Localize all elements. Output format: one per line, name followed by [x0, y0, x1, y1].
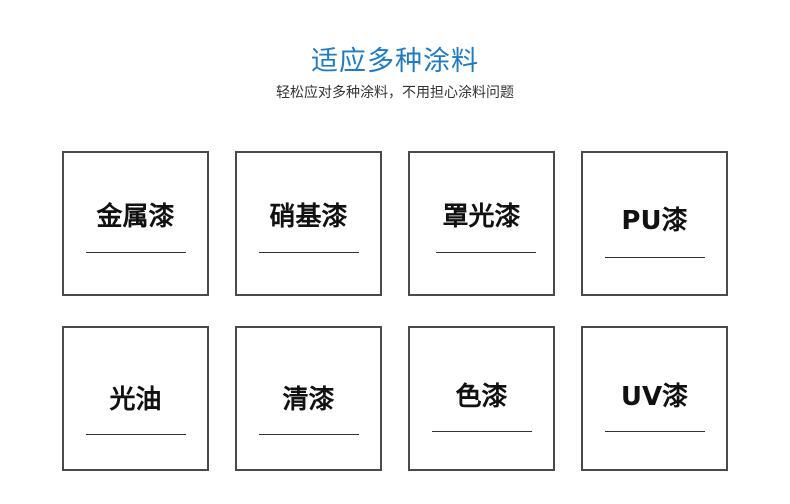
coating-card-clear: 清漆	[235, 326, 382, 471]
coating-label: 硝基漆	[269, 202, 348, 232]
coating-card-pu: PU漆	[581, 151, 728, 296]
coating-card-metallic: 金属漆	[62, 151, 209, 296]
coating-card-varnish-oil: 光油	[62, 326, 209, 471]
coating-card-uv: UV漆	[581, 326, 728, 471]
coating-underline	[86, 252, 186, 253]
coating-underline	[436, 252, 536, 253]
coating-label: PU漆	[621, 206, 688, 236]
coating-card-nitro: 硝基漆	[235, 151, 382, 296]
coating-card-color: 色漆	[408, 326, 555, 471]
coating-label: UV漆	[620, 382, 689, 412]
coating-label: 色漆	[455, 382, 508, 412]
coating-underline	[605, 257, 705, 258]
page-title: 适应多种涂料	[311, 46, 479, 77]
coating-card-topcoat: 罩光漆	[408, 151, 555, 296]
coating-underline	[259, 434, 359, 435]
page-subtitle: 轻松应对多种涂料，不用担心涂料问题	[276, 85, 514, 101]
coating-label: 金属漆	[96, 202, 175, 232]
coating-underline	[605, 431, 705, 432]
coating-label: 罩光漆	[442, 202, 521, 232]
coating-label: 光油	[109, 385, 162, 415]
coating-underline	[86, 434, 186, 435]
coating-underline	[259, 252, 359, 253]
coating-underline	[432, 431, 532, 432]
coating-label: 清漆	[282, 385, 335, 415]
